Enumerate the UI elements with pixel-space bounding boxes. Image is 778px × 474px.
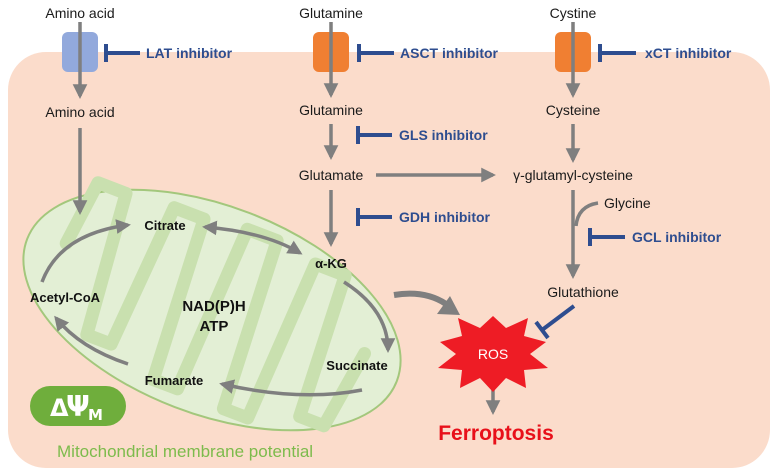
mitochondrion (22, 176, 402, 433)
psi-subscript: M (88, 406, 103, 424)
gdh-inhibitor-bar (356, 208, 392, 226)
asct-inhibitor-label: ASCT inhibitor (400, 45, 499, 61)
glutamate-label: Glutamate (299, 167, 364, 183)
cysteine-label: Cysteine (546, 102, 601, 118)
nadph-label: NAD(P)H (182, 298, 245, 315)
ros-label: ROS (478, 346, 508, 362)
gls-inhibitor-label: GLS inhibitor (399, 127, 488, 143)
ferroptosis-label: Ferroptosis (438, 422, 554, 445)
psi-symbol: Ψ (66, 390, 90, 423)
glutamine-label: Glutamine (299, 102, 363, 118)
xct-inhibitor-label: xCT inhibitor (645, 45, 732, 61)
arrow-fumarate-to-acetyl-coa (54, 315, 129, 366)
ros-burst (438, 316, 548, 392)
arrow-akg-to-ros-head (437, 296, 460, 315)
fumarate-label: Fumarate (145, 373, 204, 388)
gls-inhibitor-bar (356, 126, 392, 144)
lat-inhibitor-label: LAT inhibitor (146, 45, 233, 61)
pathway-arrows (72, 22, 599, 415)
inhibitor-bars (104, 44, 636, 340)
glutathione-label: Glutathione (547, 284, 619, 300)
delta-symbol: Δ (50, 394, 69, 422)
tca-cycle-arrows (40, 219, 396, 397)
citrate-label: Citrate (144, 218, 185, 233)
arrow-succinate-to-fumarate (219, 379, 363, 397)
lat-inhibitor-bar (104, 44, 140, 62)
arrow-akg-to-ros (393, 290, 448, 307)
gamma-glutamyl-cysteine-label: γ-glutamyl-cysteine (513, 167, 633, 183)
atp-label: ATP (200, 318, 229, 335)
glycine-label: Glycine (604, 195, 651, 211)
gdh-inhibitor-label: GDH inhibitor (399, 209, 491, 225)
glutathione-inhibits-ros-bar (534, 304, 576, 340)
alpha-kg-label: α-KG (315, 256, 347, 271)
asct-inhibitor-bar (357, 44, 394, 62)
extracellular-cystine-label: Cystine (550, 5, 597, 21)
xct-inhibitor-bar (598, 44, 636, 62)
acetyl-coa-label: Acetyl-CoA (30, 290, 101, 305)
membrane-potential-label: Mitochondrial membrane potential (57, 442, 313, 461)
mitochondrion-cristae (59, 176, 372, 433)
intracellular-amino-acid-label: Amino acid (45, 104, 114, 120)
succinate-label: Succinate (326, 358, 387, 373)
extracellular-amino-acid-label: Amino acid (45, 5, 114, 21)
arrow-acetyl-coa-to-citrate (40, 219, 131, 283)
gcl-inhibitor-label: GCL inhibitor (632, 229, 722, 245)
arrow-akg-to-succinate (343, 280, 396, 353)
arrow-citrate-akg (202, 220, 303, 255)
membrane-potential-badge: Δ Ψ M (30, 386, 126, 426)
glycine-joining-line (574, 201, 599, 227)
extracellular-glutamine-label: Glutamine (299, 5, 363, 21)
gcl-inhibitor-bar (588, 228, 625, 246)
